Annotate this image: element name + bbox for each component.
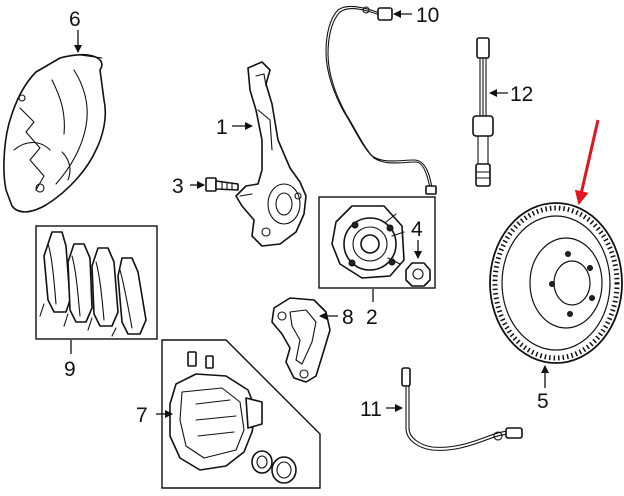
dust-shield: [3, 54, 107, 213]
steering-knuckle: [235, 61, 307, 247]
callout-12: 12: [510, 83, 533, 106]
callout-4: 4: [411, 218, 423, 241]
callout-1: 1: [216, 116, 228, 139]
callout-9: 9: [64, 358, 76, 381]
callout-8: 8: [342, 306, 354, 329]
wheel-speed-sensor: [401, 367, 523, 451]
callout-5: 5: [537, 390, 549, 413]
caliper-box: [161, 339, 321, 489]
callout-3: 3: [172, 175, 184, 198]
callout-2: 2: [366, 306, 378, 329]
brake-pads: [39, 231, 147, 337]
brake-caliper: [169, 351, 297, 484]
caliper-support-bracket: [271, 297, 331, 383]
hub-assembly-box: [318, 196, 436, 289]
callout-7: 7: [136, 404, 148, 427]
callout-10: 10: [416, 4, 439, 27]
brake-pads-box: [35, 225, 158, 340]
brake-rotor: [489, 202, 623, 364]
callout-6: 6: [69, 8, 81, 31]
brake-wear-sensor-wire: [325, 5, 437, 195]
wheel-hub-bearing: [331, 205, 405, 279]
highlight-arrow-icon: [574, 119, 600, 205]
callout-11: 11: [360, 398, 382, 421]
hub-nut: [405, 262, 431, 287]
knuckle-bolt: [205, 177, 239, 192]
brake-hose: [472, 37, 494, 187]
